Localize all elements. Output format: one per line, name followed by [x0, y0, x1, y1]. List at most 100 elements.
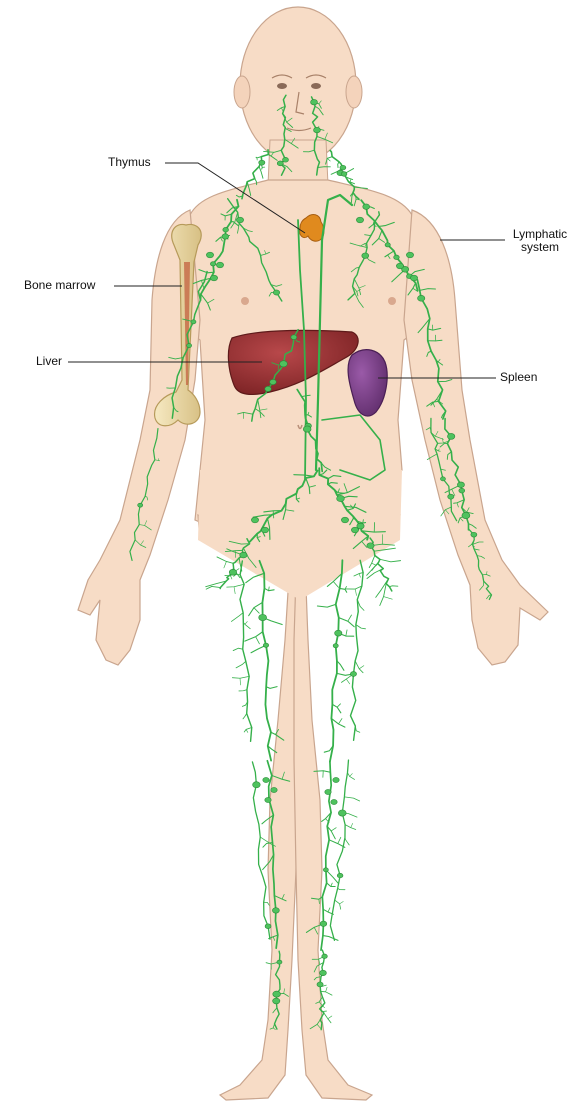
lymph-node: [341, 172, 347, 177]
lymph-vessel: [324, 1013, 331, 1023]
lymph-node: [385, 243, 390, 247]
lymph-vessel: [243, 623, 250, 629]
lymph-node: [320, 921, 327, 926]
lymph-vessel: [332, 704, 340, 712]
lymph-node: [333, 777, 339, 782]
lymph-node: [396, 263, 403, 269]
lymph-node: [338, 810, 346, 816]
lymph-node: [314, 127, 321, 132]
lymph-node: [333, 644, 338, 648]
lymph-vessel: [346, 630, 347, 636]
lymph-node: [459, 488, 465, 493]
lymph-node: [351, 527, 358, 533]
lymph-node: [418, 295, 425, 301]
lymph-node: [273, 991, 281, 997]
lymph-node: [210, 275, 217, 281]
lymph-node: [283, 157, 289, 162]
lymph-node: [259, 160, 265, 165]
lymph-vessel: [348, 615, 352, 621]
lymph-vessel: [326, 987, 327, 992]
lymph-vessel: [323, 1006, 325, 1007]
lymph-vessel: [254, 608, 259, 613]
lymph-vessel: [245, 622, 247, 625]
lymph-node: [440, 477, 445, 481]
lymph-vessel: [363, 520, 364, 523]
lymph-node: [311, 99, 318, 104]
lymph-vessel: [323, 936, 338, 941]
lymph-vessel: [338, 888, 345, 889]
lymph-vessel: [246, 573, 264, 582]
lymph-node: [191, 320, 196, 324]
lymph-vessel: [234, 587, 235, 594]
lymph-vessel: [246, 729, 248, 732]
lymph-node: [448, 494, 454, 499]
left-ear: [234, 76, 250, 108]
lymph-node: [335, 630, 342, 636]
lymph-vessel: [231, 613, 243, 622]
lymph-vessel: [245, 632, 263, 641]
lymph-node: [265, 924, 271, 929]
lymph-vessel: [273, 511, 274, 518]
lymph-vessel: [346, 586, 362, 589]
lymph-node: [263, 643, 268, 647]
lymph-vessel: [231, 576, 232, 579]
right-arm: [404, 210, 548, 665]
lymph-vessel: [359, 666, 364, 669]
right-leg: [294, 515, 400, 1100]
lymph-node: [340, 165, 346, 170]
left-leg: [198, 515, 300, 1100]
left-nipple: [241, 297, 249, 305]
lymph-vessel: [428, 340, 442, 341]
lymph-vessel: [335, 900, 341, 909]
lymph-vessel: [330, 760, 348, 940]
lymph-vessel: [345, 825, 356, 830]
lymphatic-system-label: Lymphatic system: [508, 228, 572, 254]
lymph-vessel: [236, 661, 246, 668]
lymph-node: [322, 954, 328, 958]
lymph-vessel: [339, 618, 354, 627]
lymph-vessel: [356, 625, 366, 629]
lymph-vessel: [344, 797, 359, 801]
lymph-node: [236, 217, 243, 223]
lymph-vessel: [328, 908, 330, 912]
lymph-node: [277, 960, 282, 964]
lymph-node: [320, 970, 327, 975]
right-nipple: [388, 297, 396, 305]
lymph-vessel: [266, 687, 277, 689]
lymph-vessel: [359, 574, 360, 578]
lymph-node: [337, 873, 343, 878]
lymph-node: [317, 982, 323, 987]
lymph-vessel: [329, 840, 345, 848]
lymphatic-label-line2: system: [508, 241, 572, 254]
lymph-vessel: [331, 828, 336, 831]
lymph-vessel: [376, 579, 389, 598]
lymph-node: [337, 495, 345, 501]
liver-label: Liver: [36, 355, 62, 368]
lymph-node: [291, 335, 297, 340]
lymph-node: [331, 799, 337, 804]
lymph-vessel: [239, 690, 247, 691]
lymph-vessel: [350, 560, 363, 740]
lymph-node: [259, 614, 267, 620]
lymph-node: [265, 386, 271, 391]
thymus-label: Thymus: [108, 156, 151, 169]
lymph-vessel: [340, 901, 344, 903]
lymph-node: [341, 517, 348, 523]
lymph-node: [206, 252, 213, 258]
lymph-vessel: [227, 584, 244, 587]
lymph-node: [406, 252, 413, 258]
lymph-node: [138, 503, 143, 507]
lymph-vessel: [232, 676, 249, 678]
lymph-vessel: [351, 823, 353, 827]
lymph-node: [457, 482, 464, 488]
lymph-node: [323, 868, 328, 872]
lymph-vessel: [224, 561, 227, 567]
lymph-vessel: [206, 586, 220, 589]
body-silhouette: [78, 7, 548, 1100]
lymph-vessel: [330, 560, 343, 761]
lymph-node: [270, 379, 277, 384]
right-ear: [346, 76, 362, 108]
lymph-node: [216, 262, 223, 268]
lymph-vessel: [328, 1016, 332, 1019]
